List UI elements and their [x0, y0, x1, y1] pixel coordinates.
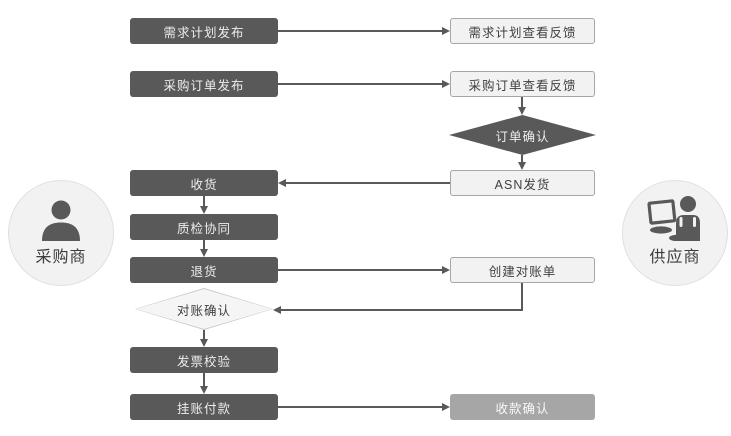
- buyer-person-icon: [39, 195, 83, 241]
- arrowhead-down: [518, 107, 526, 115]
- connector-line: [521, 283, 523, 311]
- arrowhead-down: [200, 249, 208, 257]
- node-purchase-order-publish: 采购订单发布: [130, 71, 278, 97]
- supplier-computer-icon: [646, 195, 704, 241]
- arrowhead-right: [442, 80, 450, 88]
- connector-line: [203, 240, 205, 250]
- connector-line: [278, 406, 444, 408]
- connector-line: [203, 330, 205, 340]
- node-purchase-order-feedback: 采购订单查看反馈: [450, 71, 595, 97]
- connector-line: [521, 97, 523, 108]
- node-return-goods: 退货: [130, 257, 278, 283]
- connector-line: [203, 196, 205, 207]
- node-invoice-verification: 发票校验: [130, 347, 278, 373]
- arrowhead-down: [200, 339, 208, 347]
- arrowhead-right: [442, 266, 450, 274]
- node-demand-plan-publish: 需求计划发布: [130, 18, 278, 44]
- arrowhead-down: [200, 206, 208, 214]
- node-create-statement: 创建对账单: [450, 257, 595, 283]
- decision-order-confirm: 订单确认: [449, 115, 596, 155]
- arrowhead-left: [273, 306, 281, 314]
- connector-line: [286, 182, 450, 184]
- buyer-label: 采购商: [35, 249, 87, 266]
- connector-line: [281, 309, 523, 311]
- connector-line: [521, 155, 523, 163]
- node-asn-shipping: ASN发货: [450, 170, 595, 196]
- connector-line: [203, 373, 205, 387]
- supplier-label: 供应商: [649, 249, 701, 266]
- node-demand-plan-feedback: 需求计划查看反馈: [450, 18, 595, 44]
- arrowhead-down: [200, 386, 208, 394]
- connector-line: [278, 269, 444, 271]
- arrowhead-left: [278, 179, 286, 187]
- supplier-role-circle: 供应商: [622, 180, 728, 286]
- decision-reconciliation-confirm-label: 对账确认: [136, 289, 272, 329]
- arrowhead-right: [442, 403, 450, 411]
- node-quality-inspection: 质检协同: [130, 214, 278, 240]
- connector-line: [278, 30, 444, 32]
- arrowhead-down: [518, 162, 526, 170]
- connector-line: [278, 83, 444, 85]
- node-payment-on-account: 挂账付款: [130, 394, 278, 420]
- arrowhead-right: [442, 27, 450, 35]
- decision-reconciliation-confirm: 对账确认: [135, 288, 273, 330]
- node-payment-confirm: 收款确认: [450, 394, 595, 420]
- buyer-role-circle: 采购商: [8, 180, 114, 286]
- node-receiving: 收货: [130, 170, 278, 196]
